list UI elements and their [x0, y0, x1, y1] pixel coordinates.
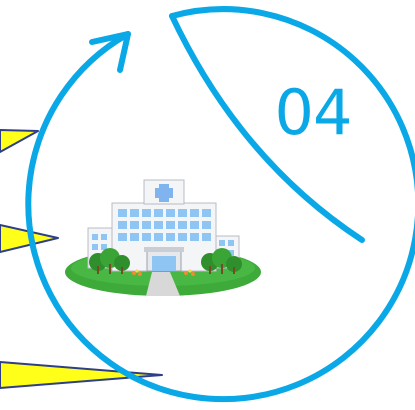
- arrow-head-icon: [89, 31, 131, 73]
- callout-pointer-1: [0, 129, 39, 153]
- segment-divider: [169, 13, 365, 243]
- callout-pointer-3: [0, 361, 163, 389]
- cycle-ring: [25, 6, 415, 403]
- hospital-icon: [65, 179, 261, 296]
- step-number: 04: [274, 76, 353, 149]
